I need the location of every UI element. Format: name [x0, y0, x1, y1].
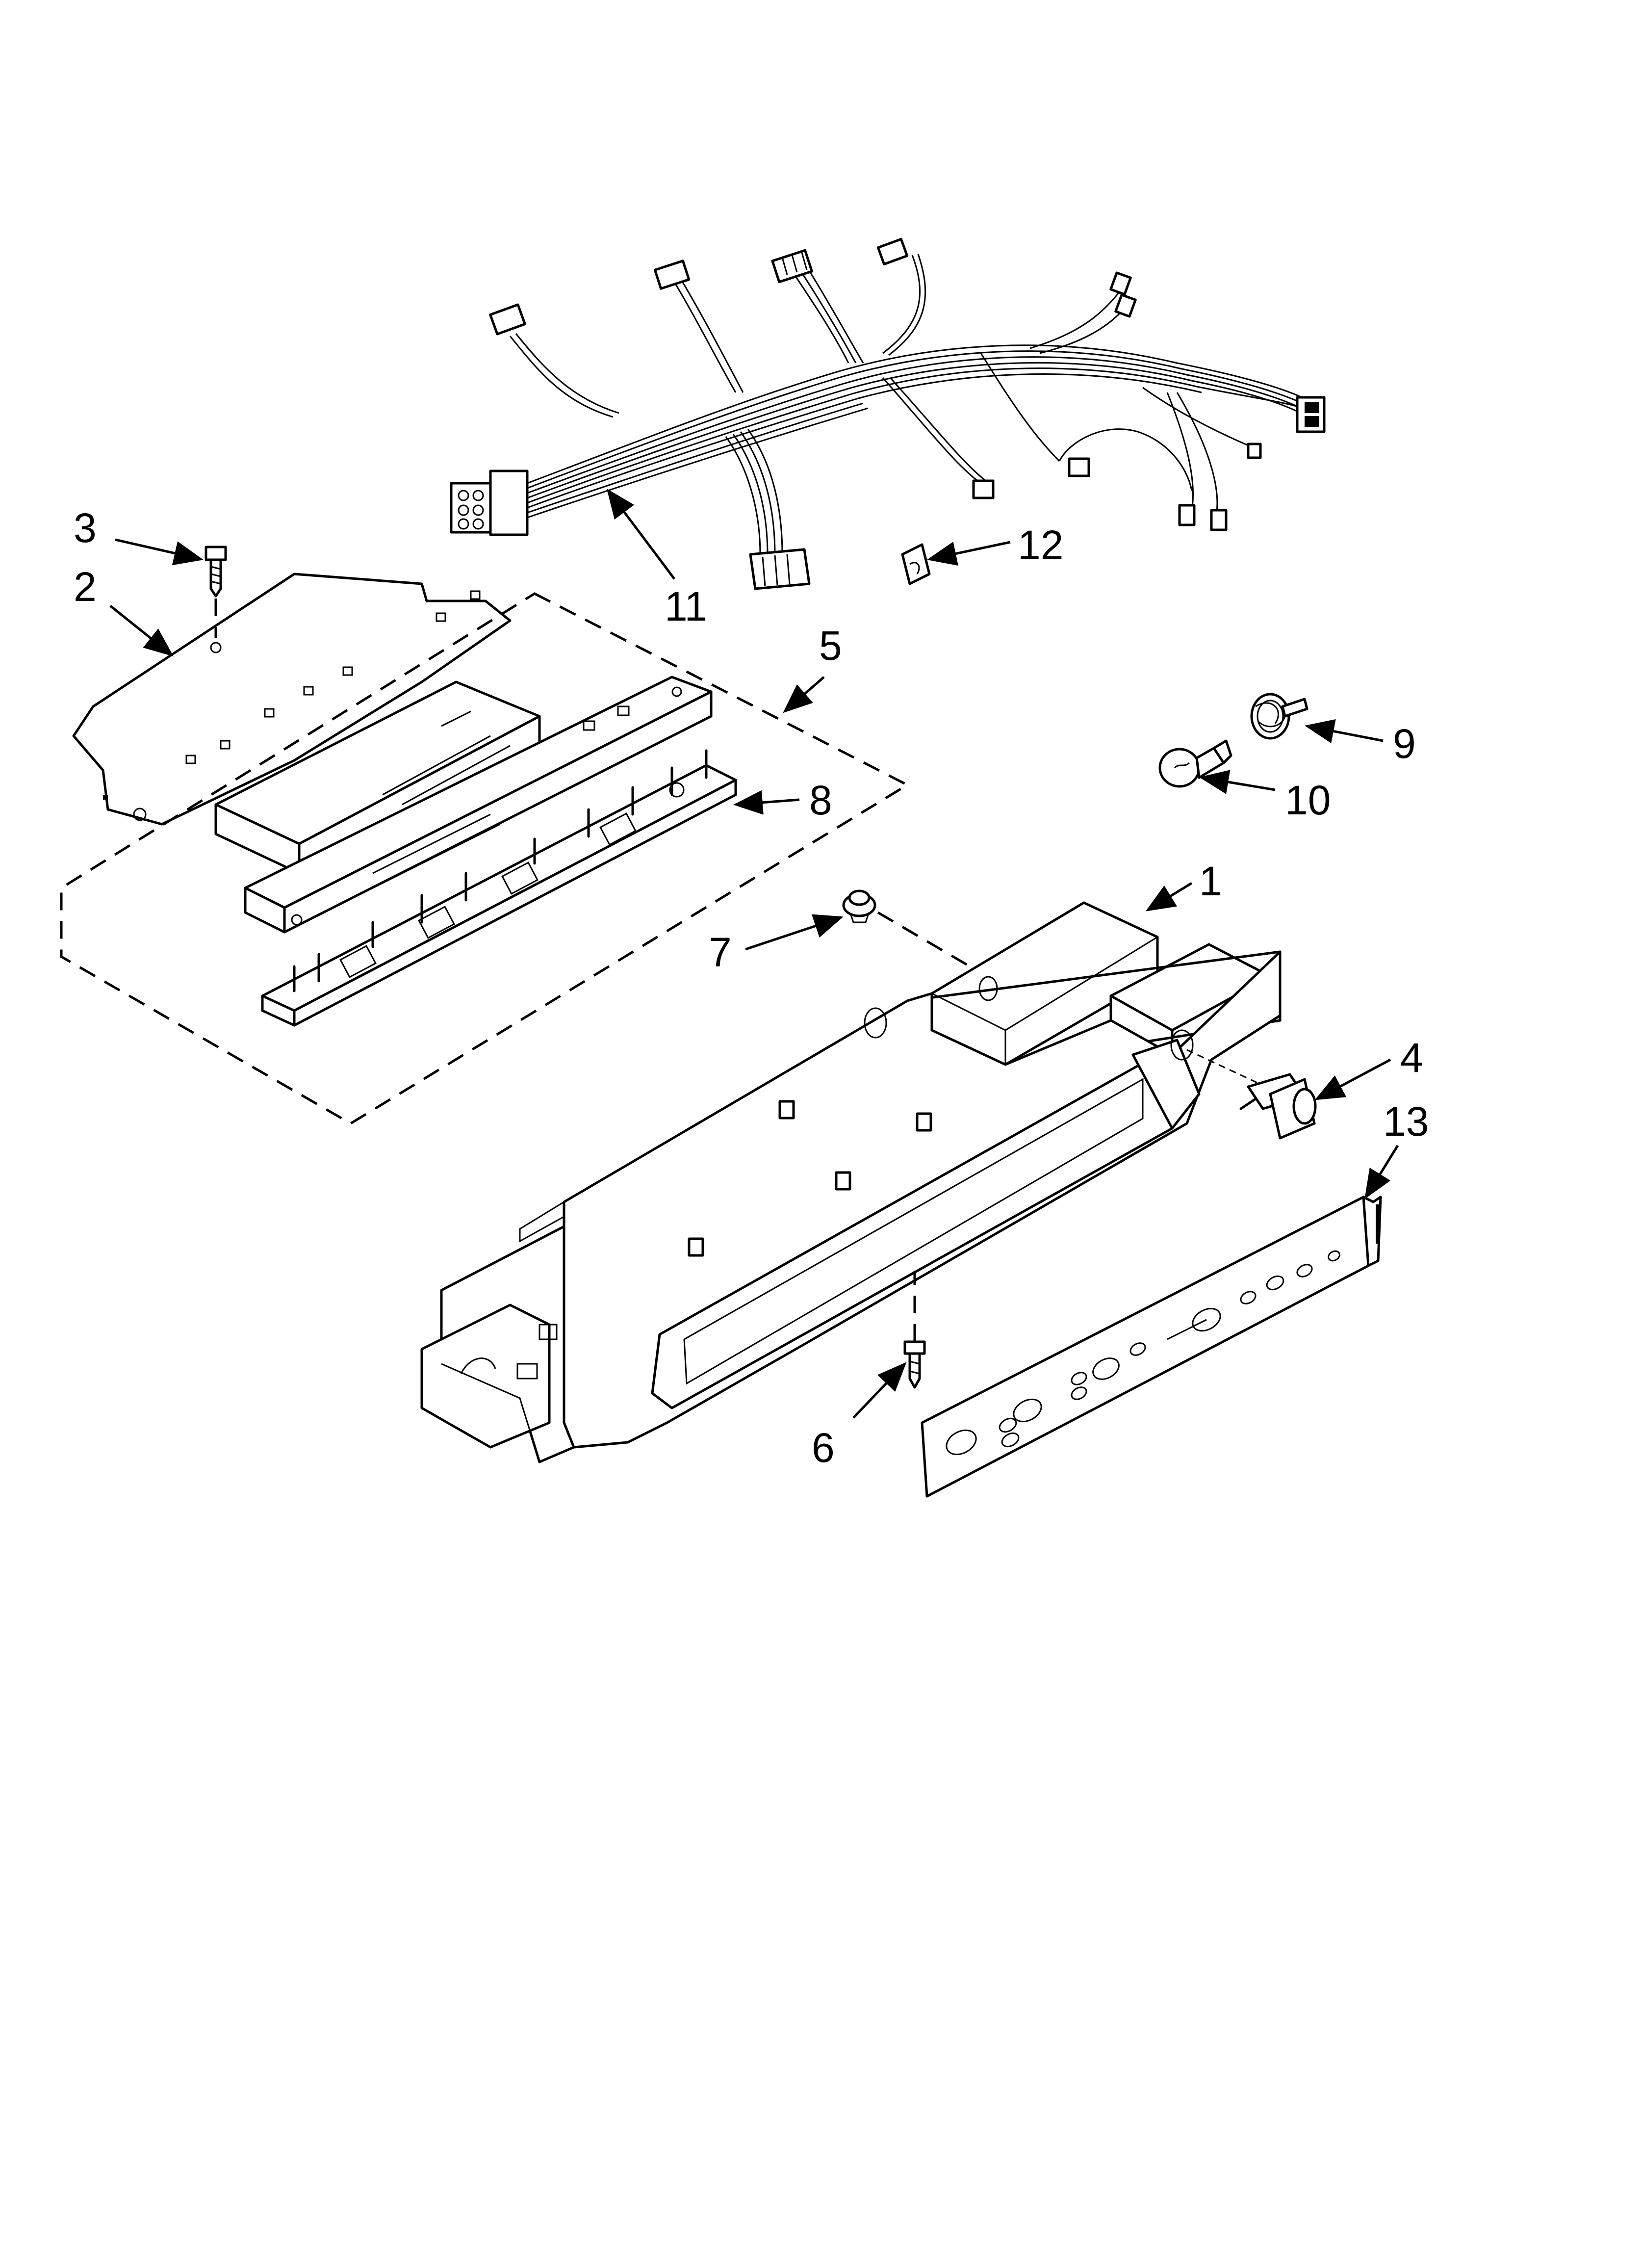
- callout-3: 3: [74, 505, 97, 551]
- callout-8: 8: [809, 777, 832, 823]
- callout-7: 7: [709, 929, 732, 975]
- harness-bundle: [527, 344, 1320, 519]
- leader-13: [1364, 1145, 1399, 1199]
- button-board-pads: [339, 782, 685, 978]
- harness-flat-connector: [749, 548, 811, 590]
- wiring-harness: [450, 238, 1326, 590]
- leader-10: [1199, 770, 1276, 794]
- harness-branch-connector: [1178, 504, 1228, 531]
- harness-branch-connector: [972, 479, 995, 499]
- harness-branch-connector: [1068, 457, 1090, 477]
- leader-6: [852, 1362, 907, 1419]
- callout-labels: 3 2 11 12 5 8 9 10 1 7 4 13 6: [74, 505, 1429, 1471]
- leader-1: [1145, 882, 1193, 912]
- callout-13: 13: [1383, 1098, 1429, 1145]
- lamp-socket: [1250, 693, 1308, 740]
- harness-branch-connector: [1296, 396, 1326, 433]
- shield-holes: [185, 590, 481, 764]
- control-overlay-panel: [921, 1196, 1382, 1498]
- leader-7: [745, 914, 844, 951]
- control-shield-plate: [72, 573, 512, 826]
- leader-3: [115, 538, 204, 566]
- button-board: [261, 749, 737, 1027]
- leader-11: [607, 489, 675, 580]
- leader-8: [733, 790, 800, 815]
- button-board-pins: [293, 749, 708, 992]
- callout-1: 1: [1199, 858, 1222, 904]
- screw-part-6: [903, 1271, 926, 1389]
- leader-12: [927, 541, 1011, 566]
- leader-4: [1314, 1058, 1391, 1100]
- screw-part-3: [205, 546, 227, 638]
- callout-10: 10: [1285, 777, 1331, 823]
- harness-branch-connector: [1247, 443, 1262, 459]
- electronic-control-assembly-outline: [60, 592, 910, 1125]
- door-switch: [1239, 1073, 1317, 1140]
- plug-button-part-7: [842, 889, 1021, 997]
- callout-2: 2: [74, 564, 97, 610]
- leader-9: [1305, 719, 1384, 743]
- leader-lines: [109, 489, 1399, 1419]
- leader-5: [783, 676, 825, 713]
- callout-9: 9: [1393, 721, 1416, 767]
- leader-2: [109, 605, 174, 657]
- callout-6: 6: [812, 1425, 835, 1471]
- harness-branch-connector: [1109, 271, 1137, 318]
- callout-5: 5: [819, 623, 842, 669]
- harness-main-connector: [450, 469, 529, 536]
- harness-branch-connector: [653, 260, 691, 290]
- control-housing: [420, 901, 1282, 1463]
- harness-branch-connector: [489, 303, 526, 336]
- harness-branch-connector: [771, 249, 813, 284]
- callout-12: 12: [1018, 522, 1063, 568]
- harness-branch-connector: [876, 238, 909, 265]
- callout-11: 11: [665, 583, 707, 629]
- callout-4: 4: [1400, 1035, 1423, 1081]
- control-board-front: [244, 676, 713, 934]
- wire-clip: [901, 543, 931, 585]
